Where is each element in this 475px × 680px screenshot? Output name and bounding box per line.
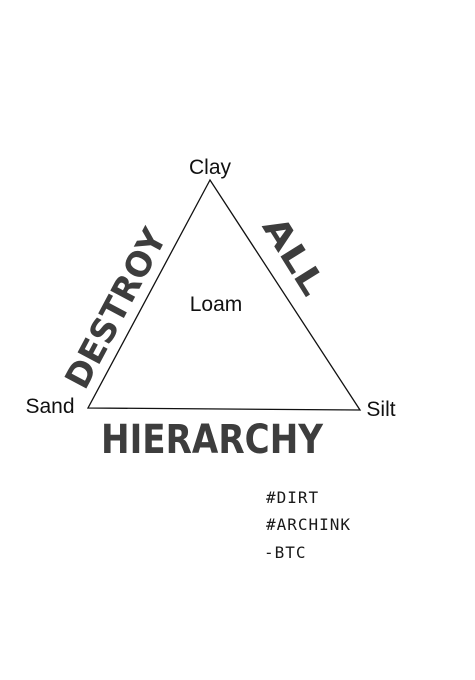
handwritten-destroy: DESTROY xyxy=(58,222,176,396)
soil-triangle xyxy=(86,178,362,411)
note-archink: #ARCHINK xyxy=(266,515,351,534)
vertex-label-silt: Silt xyxy=(366,398,395,421)
handwritten-all: ALL xyxy=(254,210,333,303)
handwritten-hierarchy: HIERARCHY xyxy=(101,417,324,463)
note-dirt: #DIRT xyxy=(266,488,319,507)
note-btc: -BTC xyxy=(264,543,307,562)
vertex-label-sand: Sand xyxy=(25,395,74,418)
vertex-label-clay: Clay xyxy=(189,156,232,179)
center-label-loam: Loam xyxy=(190,293,243,316)
